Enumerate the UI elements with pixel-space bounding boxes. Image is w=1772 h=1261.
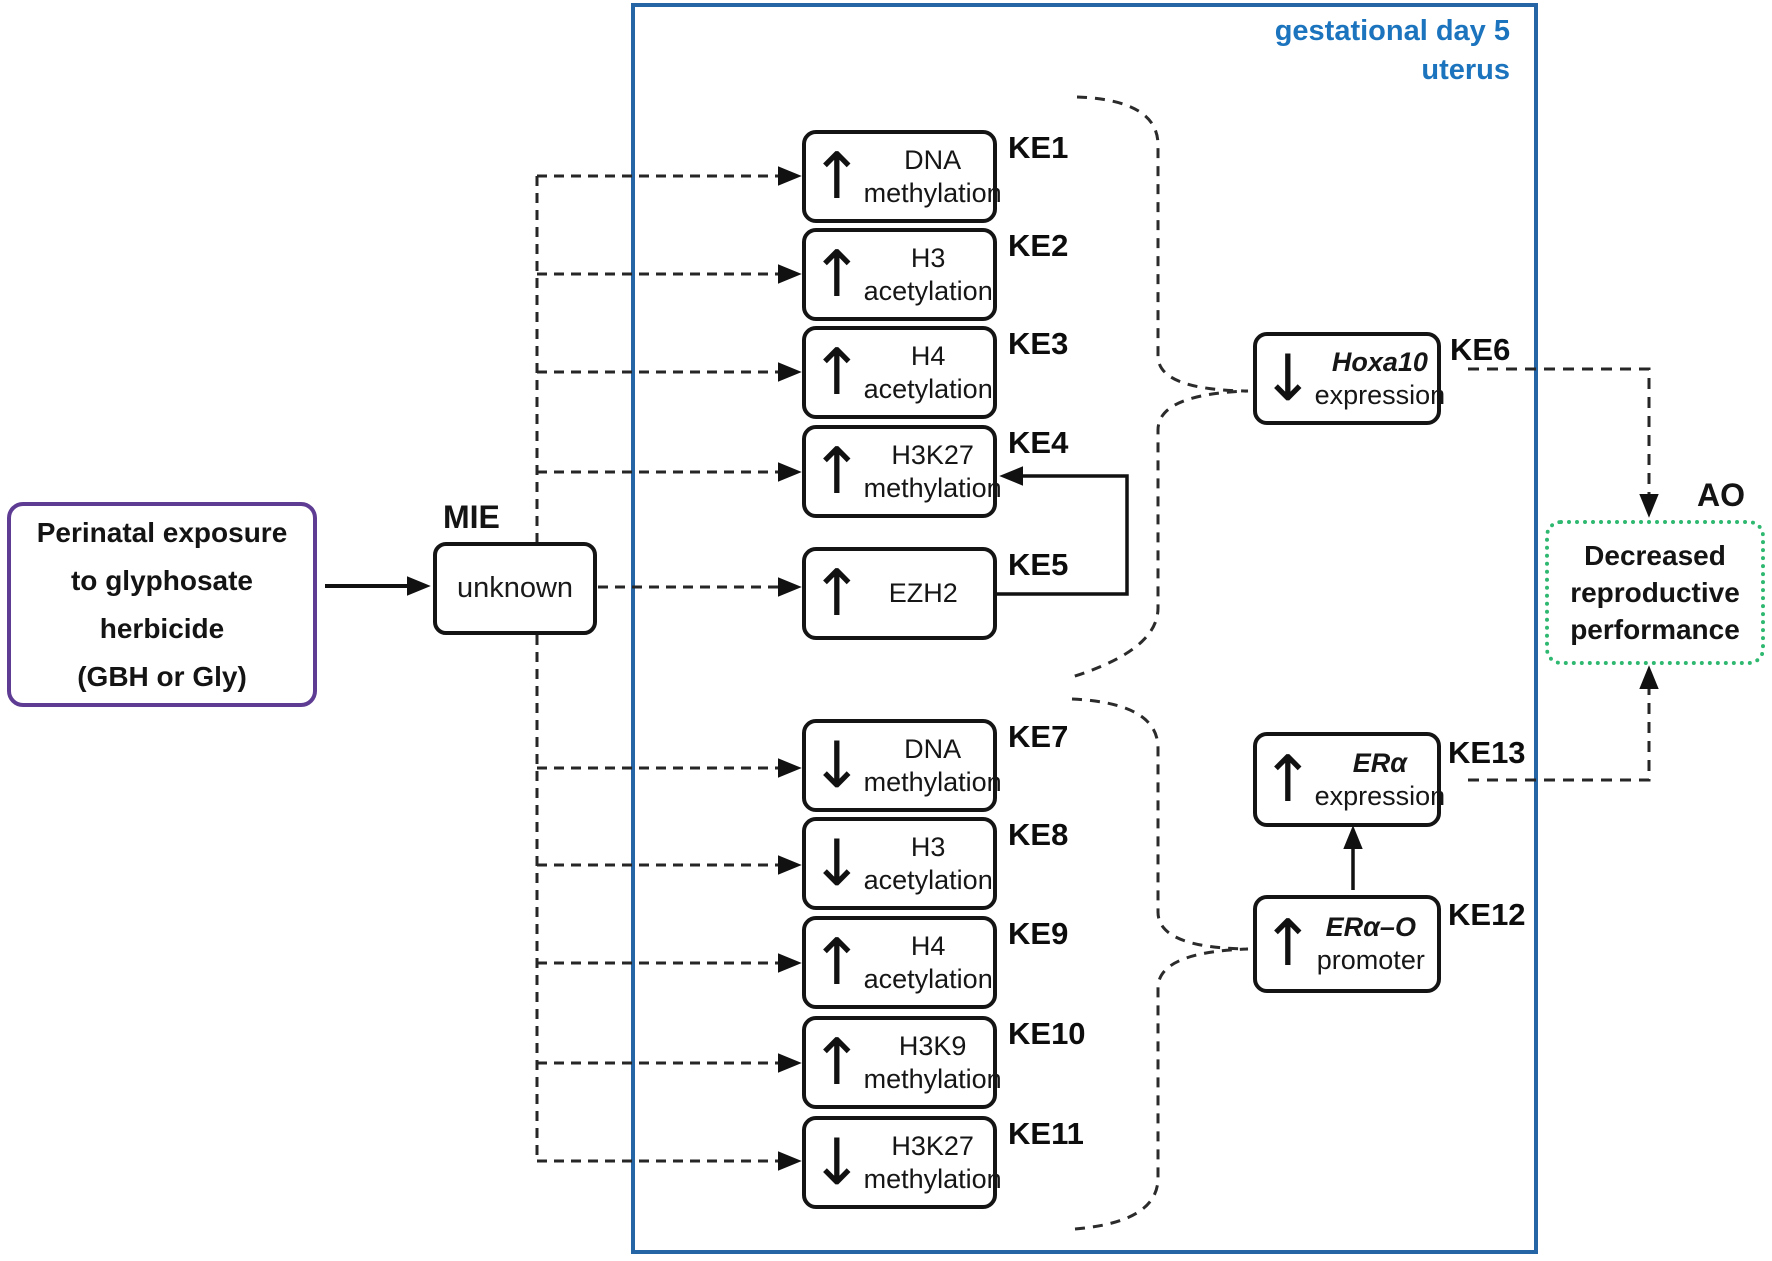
ke5-label: KE5 [1008, 547, 1069, 582]
up-arrow-icon: ↑ [1261, 907, 1315, 981]
ke11-label: KE11 [1008, 1116, 1084, 1151]
ke3-term2: acetylation [863, 373, 993, 404]
ke13-term2: expression [1314, 780, 1446, 811]
ke12-label: KE12 [1448, 897, 1526, 932]
ke1-term: DNA [904, 144, 962, 175]
ke1-term2: methylation [863, 177, 1002, 208]
ke4-term2: methylation [863, 472, 1002, 503]
lower-group-brace [1071, 697, 1249, 1231]
ke4-label: KE4 [1008, 425, 1069, 460]
ke7-term2: methylation [863, 766, 1002, 797]
mie-label: MIE [443, 499, 500, 535]
exposure-line: to glyphosate [70, 564, 253, 596]
ke9-term: H4 [910, 930, 946, 961]
ke8-term: H3 [910, 831, 946, 862]
ke2-label: KE2 [1008, 228, 1069, 263]
exposure-line: Perinatal exposure [36, 516, 288, 548]
ke7-label: KE7 [1008, 719, 1069, 754]
ke9-term2: acetylation [863, 963, 993, 994]
ke12-term2: promoter [1316, 945, 1425, 975]
mie-value: unknown [456, 572, 574, 604]
ao-line: performance [1570, 614, 1740, 645]
ao-line: Decreased [1584, 540, 1726, 571]
caption-line2: uterus [1421, 54, 1510, 86]
ke10-term: H3K9 [898, 1030, 967, 1061]
down-arrow-icon: ↓ [810, 728, 864, 803]
up-arrow-icon: ↑ [810, 335, 864, 410]
ke8-label: KE8 [1008, 817, 1069, 852]
ke11-term: H3K27 [891, 1130, 974, 1161]
ke8-term2: acetylation [863, 864, 993, 895]
ke6-label: KE6 [1450, 332, 1511, 367]
ke3-term: H4 [910, 340, 946, 371]
ke3-label: KE3 [1008, 326, 1069, 361]
caption-line1: gestational day 5 [1274, 15, 1510, 47]
ke13-gene: ERα [1352, 747, 1408, 778]
ao-line: reproductive [1570, 577, 1740, 608]
exposure-box: Perinatal exposure to glyphosate herbici… [7, 502, 317, 707]
upper-group-brace [1071, 95, 1249, 679]
ke6-term2: expression [1314, 379, 1446, 410]
up-arrow-icon: ↑ [810, 434, 864, 509]
mie-unknown-box: unknown [433, 542, 597, 635]
ke10-term2: methylation [863, 1063, 1002, 1094]
ke7-term: DNA [904, 733, 962, 764]
ke5-to-ke4-arrow [997, 466, 1129, 596]
up-arrow-icon: ↑ [810, 556, 864, 631]
ke5-term: EZH2 [888, 578, 958, 608]
ao-label: AO [1697, 477, 1745, 513]
ke13-to-ao-arrow [1468, 665, 1659, 782]
exposure-line: herbicide [99, 612, 225, 644]
uterus-compartment-border [631, 3, 1538, 1254]
up-arrow-icon: ↑ [1261, 742, 1315, 817]
ke2-term: H3 [910, 242, 946, 273]
down-arrow-icon: ↓ [810, 826, 864, 901]
ke1-label: KE1 [1008, 130, 1069, 165]
ke12-gene: ERα–O [1325, 912, 1416, 942]
down-arrow-icon: ↓ [1261, 341, 1315, 416]
ke6-gene: Hoxa10 [1331, 346, 1428, 377]
ke2-term2: acetylation [863, 275, 993, 306]
up-arrow-icon: ↑ [810, 925, 864, 1000]
ke5-box: ↑ EZH2 [802, 547, 997, 640]
ke9-label: KE9 [1008, 916, 1069, 951]
adverse-outcome-box: Decreased reproductive performance [1545, 520, 1765, 665]
down-arrow-icon: ↓ [810, 1125, 864, 1200]
up-arrow-icon: ↑ [810, 139, 864, 214]
ke6-to-ao-arrow [1468, 367, 1659, 518]
up-arrow-icon: ↑ [810, 237, 864, 312]
ke11-term2: methylation [863, 1163, 1002, 1194]
ke4-term: H3K27 [891, 439, 974, 470]
up-arrow-icon: ↑ [810, 1025, 864, 1100]
compartment-caption: gestational day 5 uterus [1275, 12, 1510, 90]
exposure-line: (GBH or Gly) [77, 660, 247, 692]
ke10-label: KE10 [1008, 1016, 1086, 1051]
ke13-label: KE13 [1448, 735, 1526, 770]
